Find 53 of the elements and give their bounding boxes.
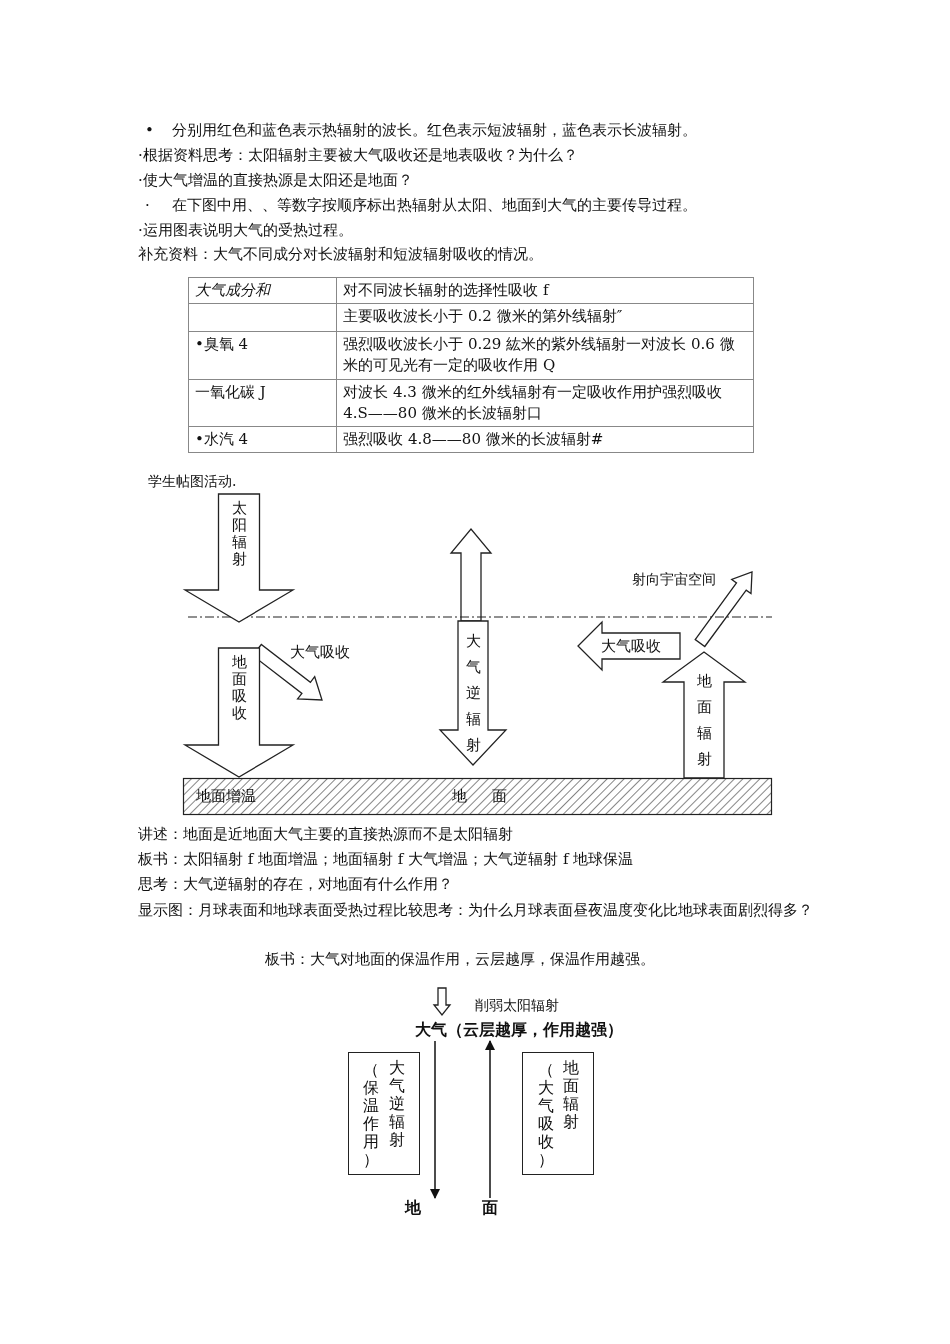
arrow (485, 1040, 495, 1199)
paragraph: 补充资料：大气不同成分对长波辐射和短波辐射吸收的情况。 (138, 244, 543, 265)
arrow (661, 651, 747, 779)
bold-label: 大气（云层越厚，作用越强） (415, 1020, 623, 1041)
box-label: （保温作用） (363, 1061, 379, 1169)
table-cell: 强烈吸收 4.8——80 微米的长波辐射# (336, 426, 754, 453)
paragraph: 在下图中用、、等数字按顺序标出热辐射从太阳、地面到大气的主要传导过程。 (172, 195, 697, 216)
table-cell: 一氧化碳 J (188, 379, 337, 427)
table-cell: 对不同波长辐射的选择性吸收 f (336, 277, 754, 304)
arrow-label: 大气逆辐射 (465, 631, 481, 756)
paragraph: 思考：大气逆辐射的存在，对地面有什么作用？ (138, 874, 453, 895)
edge-label: 地面吸收 (231, 654, 247, 722)
arrow-label: 大气吸收 (601, 637, 661, 655)
paragraph: 讲述：地面是近地面大气主要的直接热源而不是太阳辐射 (138, 824, 513, 845)
paragraph: 学生帖图活动. (148, 472, 237, 491)
paragraph: 分别用红色和蓝色表示热辐射的波长。红色表示短波辐射，蓝色表示长波辐射。 (172, 120, 697, 141)
box-label: 地面辐射 (563, 1059, 579, 1131)
paragraph: 板书：大气对地面的保温作用，云层越厚，保温作用越强。 (265, 949, 655, 970)
text-box (522, 1052, 594, 1175)
edge-label: 射向宇宙空间 (632, 571, 716, 589)
bold-label: 面 (482, 1198, 498, 1219)
paragraph: ·运用图表说明大气的受热过程。 (138, 220, 353, 241)
paragraph: ·根据资料思考：太阳辐射主要被大气吸收还是地表吸收？为什么？ (138, 145, 578, 166)
arrow-label: 太阳辐射 (231, 500, 247, 568)
arrow (182, 647, 296, 778)
band-label: 地 面 (452, 787, 507, 805)
edge-label: 大气吸收 (290, 643, 350, 662)
bullet-mark: · (145, 195, 150, 216)
paragraph: 显示图：月球表面和地球表面受热过程比较思考：为什么月球表面昼夜温度变化比地球表面剧烈得多？ (138, 900, 814, 921)
box-label: （大气吸收） (538, 1061, 554, 1169)
band-label: 地面增温 (196, 787, 256, 805)
text-box (348, 1052, 420, 1175)
table-header-cell: 大气成分和 (188, 277, 337, 304)
arrow (694, 571, 753, 648)
paragraph: ·使大气增温的直接热源是太阳还是地面？ (138, 170, 413, 191)
block-arrow (434, 988, 450, 1015)
table-cell: •水汽 4 (188, 426, 337, 453)
arrow (449, 528, 493, 622)
annotation-text: 削弱太阳辐射 (475, 996, 559, 1015)
block-arrow (185, 494, 293, 622)
block-arrow (578, 622, 680, 670)
ground-band (183, 778, 772, 815)
paragraph: 板书：太阳辐射 f 地面增温；地面辐射 f 大气增温；大气逆辐射 f 地球保温 (138, 849, 634, 870)
table-cell: 对波长 4.3 微米的红外线辐射有一定吸收作用护强烈吸收 4.S——80 微米的长波辐射口 (336, 379, 754, 427)
arrow (430, 1040, 440, 1199)
table-cell: 强烈吸收波长小于 0.29 紘米的紫外线辐射一对波长 0.6 微米的可见光有一定的吸收作用 Q (336, 331, 754, 380)
table-cell: •臭氧 4 (188, 331, 337, 380)
table-cell: 主要吸收波长小于 0.2 微米的第外线辐射″ (336, 303, 754, 332)
bullet-mark: • (145, 120, 154, 141)
bold-label: 地 (405, 1198, 439, 1219)
box-label: 大气逆辐射 (389, 1059, 405, 1149)
edge-label: 地面辐射 (696, 671, 712, 770)
block-arrow (440, 621, 506, 765)
